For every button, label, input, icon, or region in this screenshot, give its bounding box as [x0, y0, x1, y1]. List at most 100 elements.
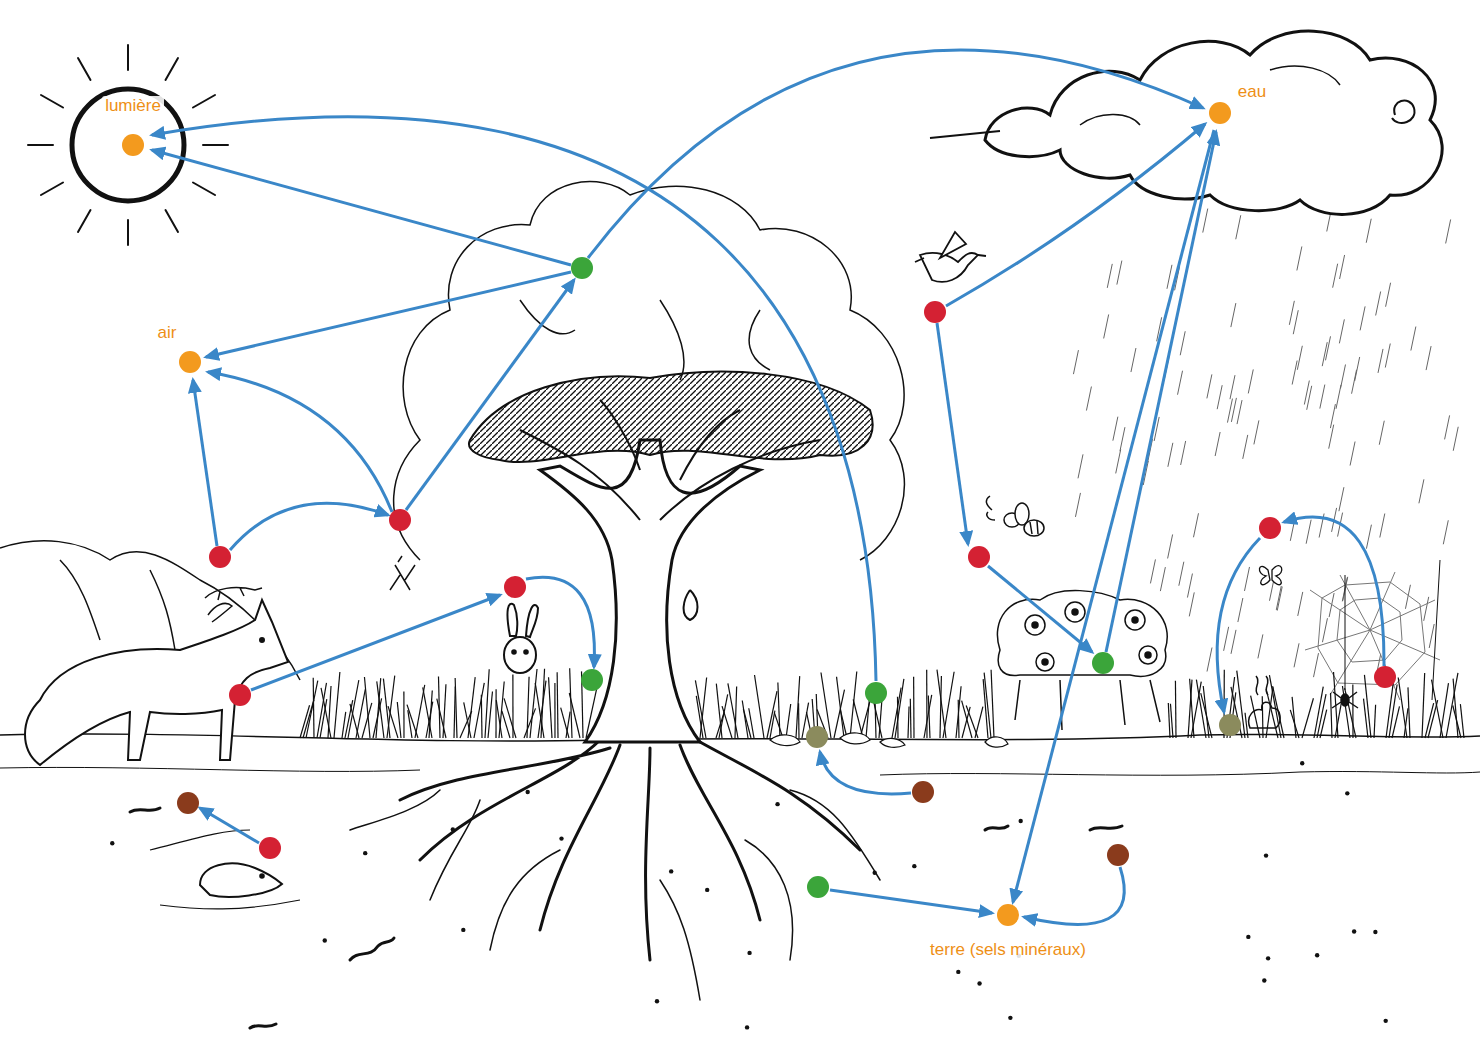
grass-tufts: [1245, 713, 1248, 738]
grass-tufts: [850, 672, 857, 738]
grasshopper-drawing: [390, 556, 415, 590]
grass-tufts: [1331, 693, 1332, 738]
rain-lines: [1350, 442, 1355, 466]
rain-lines: [1168, 534, 1173, 558]
soil-insects: [747, 951, 751, 955]
element-dot: [122, 134, 144, 156]
rabbit-drawing: [526, 605, 538, 637]
rabbit-drawing: [507, 604, 517, 636]
rain-lines: [1320, 385, 1325, 409]
rain-lines: [1424, 597, 1429, 621]
worm-drawings: [350, 938, 394, 960]
rain-lines: [1181, 441, 1186, 465]
soil-insects: [705, 888, 709, 892]
grass-tufts: [956, 686, 961, 738]
flower-bush: [1132, 617, 1138, 623]
rain-lines: [1378, 349, 1383, 373]
soil-insects: [1266, 956, 1270, 960]
rain-lines: [1326, 336, 1331, 360]
grass-tufts: [958, 700, 960, 738]
grass-tufts: [306, 681, 318, 738]
leaf-litter: [770, 735, 800, 746]
grass-tufts: [742, 701, 748, 738]
grass-tufts: [1364, 675, 1371, 738]
grass-tufts: [908, 707, 909, 738]
flow-arrow: [251, 595, 500, 690]
soil-insects: [1315, 953, 1319, 957]
rain-lines: [1227, 399, 1232, 423]
grass-tufts: [853, 699, 863, 738]
grass-tufts: [504, 698, 516, 738]
rain-lines: [1429, 624, 1434, 648]
rain-lines: [1116, 449, 1121, 473]
rain-lines: [1411, 327, 1416, 351]
mole-drawing: [200, 863, 282, 896]
flow-arrow: [1217, 538, 1260, 712]
rain-lines: [1189, 592, 1194, 616]
grass-tufts: [488, 692, 492, 738]
rain-lines: [1339, 319, 1344, 343]
grass-tufts: [796, 676, 800, 738]
rain-lines: [1236, 215, 1241, 239]
flow-arrow: [208, 372, 392, 512]
organism-dot: [1219, 714, 1241, 736]
soil-insects: [323, 938, 327, 942]
rain-lines: [1215, 432, 1220, 456]
element-label: terre (sels minéraux): [927, 940, 1089, 960]
grass-tufts: [554, 683, 555, 738]
flow-arrow: [1024, 867, 1124, 924]
flow-arrow: [946, 124, 1205, 306]
soil-insects: [1352, 929, 1356, 933]
grasshopper-drawing: [390, 556, 415, 590]
element-label: lumière: [102, 96, 164, 116]
element-dot: [178, 350, 202, 374]
flower-bush: [1036, 653, 1054, 671]
soil-insects: [912, 864, 916, 868]
organism-dot: [1107, 844, 1129, 866]
cloud-drawing: [930, 31, 1442, 214]
rain-lines: [1329, 425, 1334, 449]
rain-lines: [1086, 387, 1091, 411]
flow-arrow: [193, 380, 217, 546]
grass-tufts: [722, 706, 732, 738]
grass-tufts: [1302, 698, 1313, 738]
organism-dot: [1092, 652, 1114, 674]
grass-tufts: [913, 677, 915, 738]
grass-tufts: [557, 672, 559, 738]
leaf-litter: [840, 733, 870, 744]
rain-lines: [1453, 427, 1458, 451]
grass-tufts: [924, 695, 932, 738]
rain-lines: [1224, 627, 1229, 651]
dung-drawing: [1249, 676, 1280, 728]
grass-tufts: [786, 704, 791, 738]
rain-lines: [1314, 653, 1319, 677]
ground-line: [0, 767, 1480, 775]
element-label: eau: [1235, 82, 1269, 102]
grass-tufts: [749, 708, 754, 738]
organism-dot: [806, 726, 828, 748]
soil-insects: [977, 981, 981, 985]
organism-dot: [1374, 666, 1396, 688]
grass-tufts: [1374, 705, 1376, 738]
flower-bush: [1032, 622, 1038, 628]
organism-dot: [389, 509, 411, 531]
grass-tufts: [728, 683, 738, 738]
rain-lines: [1289, 301, 1294, 325]
grass-tufts: [926, 670, 928, 738]
soil-insects: [1019, 819, 1023, 823]
soil-insects: [363, 851, 367, 855]
grass-tufts: [530, 669, 537, 738]
organism-dot: [571, 257, 593, 279]
rain-lines: [1297, 246, 1302, 270]
rain-lines: [1258, 634, 1263, 658]
grass-tufts: [407, 705, 418, 738]
butterfly-drawing: [1272, 566, 1282, 585]
grass-tufts: [1460, 704, 1464, 738]
grass-tufts: [1262, 696, 1264, 738]
organism-dot: [924, 301, 946, 323]
flow-arrow: [820, 752, 911, 794]
grass-tufts: [1453, 706, 1461, 738]
